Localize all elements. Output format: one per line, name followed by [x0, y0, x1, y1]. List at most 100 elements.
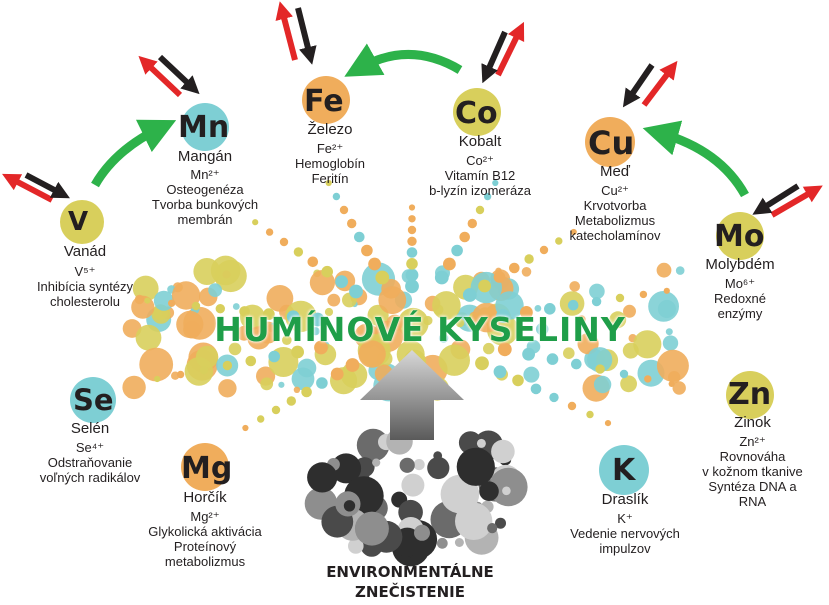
pollution-dot — [414, 524, 430, 541]
burst-dot — [271, 405, 281, 415]
burst-dot — [267, 324, 275, 332]
burst-dot — [639, 290, 648, 299]
element-circle-mo — [716, 212, 764, 260]
pollution-dot — [348, 538, 364, 554]
burst-dot — [228, 342, 242, 356]
burst-dot — [483, 342, 495, 355]
pollution-label-line: ZNEČISTENIE — [355, 583, 465, 601]
burst-dot — [459, 231, 471, 243]
burst-dot — [316, 377, 328, 389]
element-circle-fe — [302, 76, 350, 124]
burst-dot — [475, 356, 489, 371]
element-desc-line: metabolizmus — [164, 554, 246, 569]
element-symbol-se: Se — [73, 383, 114, 417]
element-desc-line: Vitamín B12 — [444, 168, 516, 183]
burst-dot — [324, 307, 334, 317]
burst-dot — [168, 299, 176, 307]
burst-dot — [567, 401, 577, 411]
exchange-arrows-mn — [138, 54, 200, 98]
burst-dot — [570, 228, 577, 236]
burst-dot — [408, 215, 416, 223]
burst-dot — [293, 247, 304, 257]
burst-dot — [278, 381, 285, 388]
burst-dot — [475, 205, 485, 215]
burst-dot — [279, 237, 289, 247]
element-info-se: Selén Se⁴⁺ Odstraňovanie voľných radikál… — [25, 420, 155, 485]
element-symbol-mo: Mo — [714, 219, 765, 254]
element-circle-se — [70, 377, 116, 423]
burst-dot — [144, 297, 151, 304]
burst-dot — [291, 345, 304, 359]
burst-dot — [139, 347, 174, 382]
burst-dot — [555, 237, 563, 245]
element-ion: Zn²⁺ — [739, 434, 766, 449]
burst-dot — [656, 349, 689, 382]
burst-dot — [199, 365, 209, 375]
burst-dot — [232, 303, 240, 310]
burst-dot — [672, 381, 686, 395]
burst-dot — [339, 205, 349, 215]
burst-dot — [615, 293, 625, 303]
element-name: Kobalt — [458, 133, 502, 150]
element-symbol-fe: Fe — [304, 84, 344, 119]
element-desc-line: membrán — [177, 212, 233, 227]
element-desc-line: Tvorba bunkových — [151, 197, 259, 212]
pollution-dot — [307, 462, 338, 493]
element-symbol-cu: Cu — [588, 124, 635, 162]
burst-dot — [368, 257, 381, 271]
element-info-cu: Meď Cu²⁺ Krvotvorba Metabolizmus katecho… — [545, 163, 685, 243]
exchange-arrows-v — [2, 172, 70, 203]
burst-dot — [432, 291, 461, 320]
burst-dot — [438, 344, 470, 376]
pollution-dot — [456, 447, 495, 486]
burst-dot — [208, 283, 223, 297]
element-desc-line: v kožnom tkanive — [702, 464, 803, 479]
burst-dot — [184, 357, 214, 386]
burst-dot — [335, 275, 348, 288]
burst-dot — [534, 305, 542, 312]
burst-dot — [524, 254, 534, 264]
burst-dot — [191, 301, 201, 311]
burst-dot — [311, 327, 320, 336]
burst-dot — [286, 396, 296, 406]
burst-dot — [496, 309, 510, 323]
burst-dot — [595, 364, 605, 374]
burst-dot — [193, 258, 221, 285]
exchange-arrows-fe — [275, 1, 317, 65]
element-ion: Mg²⁺ — [190, 509, 220, 524]
pollution-dot — [413, 459, 425, 471]
element-symbol-mg: Mg — [181, 451, 233, 486]
burst-dot — [154, 375, 161, 383]
element-desc-line: Syntéza DNA a — [708, 479, 797, 494]
burst-dot — [656, 262, 672, 278]
burst-dot — [218, 379, 237, 398]
burst-dot — [577, 315, 586, 324]
pollution-up-arrow — [360, 350, 464, 440]
burst-dot — [134, 294, 145, 305]
element-info-co: Kobalt Co²⁺ Vitamín B12 b-lyzín izomeráz… — [405, 133, 555, 198]
pollution-dot — [354, 511, 389, 546]
green-arrow-v-to-mn — [91, 119, 177, 188]
burst-dot — [301, 386, 312, 398]
burst-dot — [268, 350, 281, 363]
element-desc-line: Feritín — [311, 171, 349, 186]
element-info-mo: Molybdém Mo⁶⁺ Redoxné enzýmy — [685, 256, 795, 321]
burst-dot — [330, 367, 344, 381]
element-name: Mangán — [177, 148, 233, 165]
burst-dot — [483, 192, 492, 201]
pollution-dot — [372, 458, 381, 467]
burst-dot — [648, 291, 679, 322]
burst-dot — [314, 340, 328, 355]
element-info-mg: Horčík Mg²⁺ Glykolická aktivácia Proteín… — [125, 489, 285, 569]
burst-dot — [451, 244, 463, 257]
element-name: Vanád — [63, 243, 107, 260]
burst-dot — [619, 369, 629, 379]
pollution-dot — [476, 438, 486, 448]
pollution-dot — [343, 500, 356, 512]
burst-dot — [493, 365, 507, 379]
element-info-zn: Zinok Zn²⁺ Rovnováha v kožnom tkanive Sy… — [680, 414, 825, 509]
burst-dot — [407, 225, 417, 235]
element-ion: K⁺ — [617, 511, 633, 526]
burst-dot — [512, 374, 524, 387]
